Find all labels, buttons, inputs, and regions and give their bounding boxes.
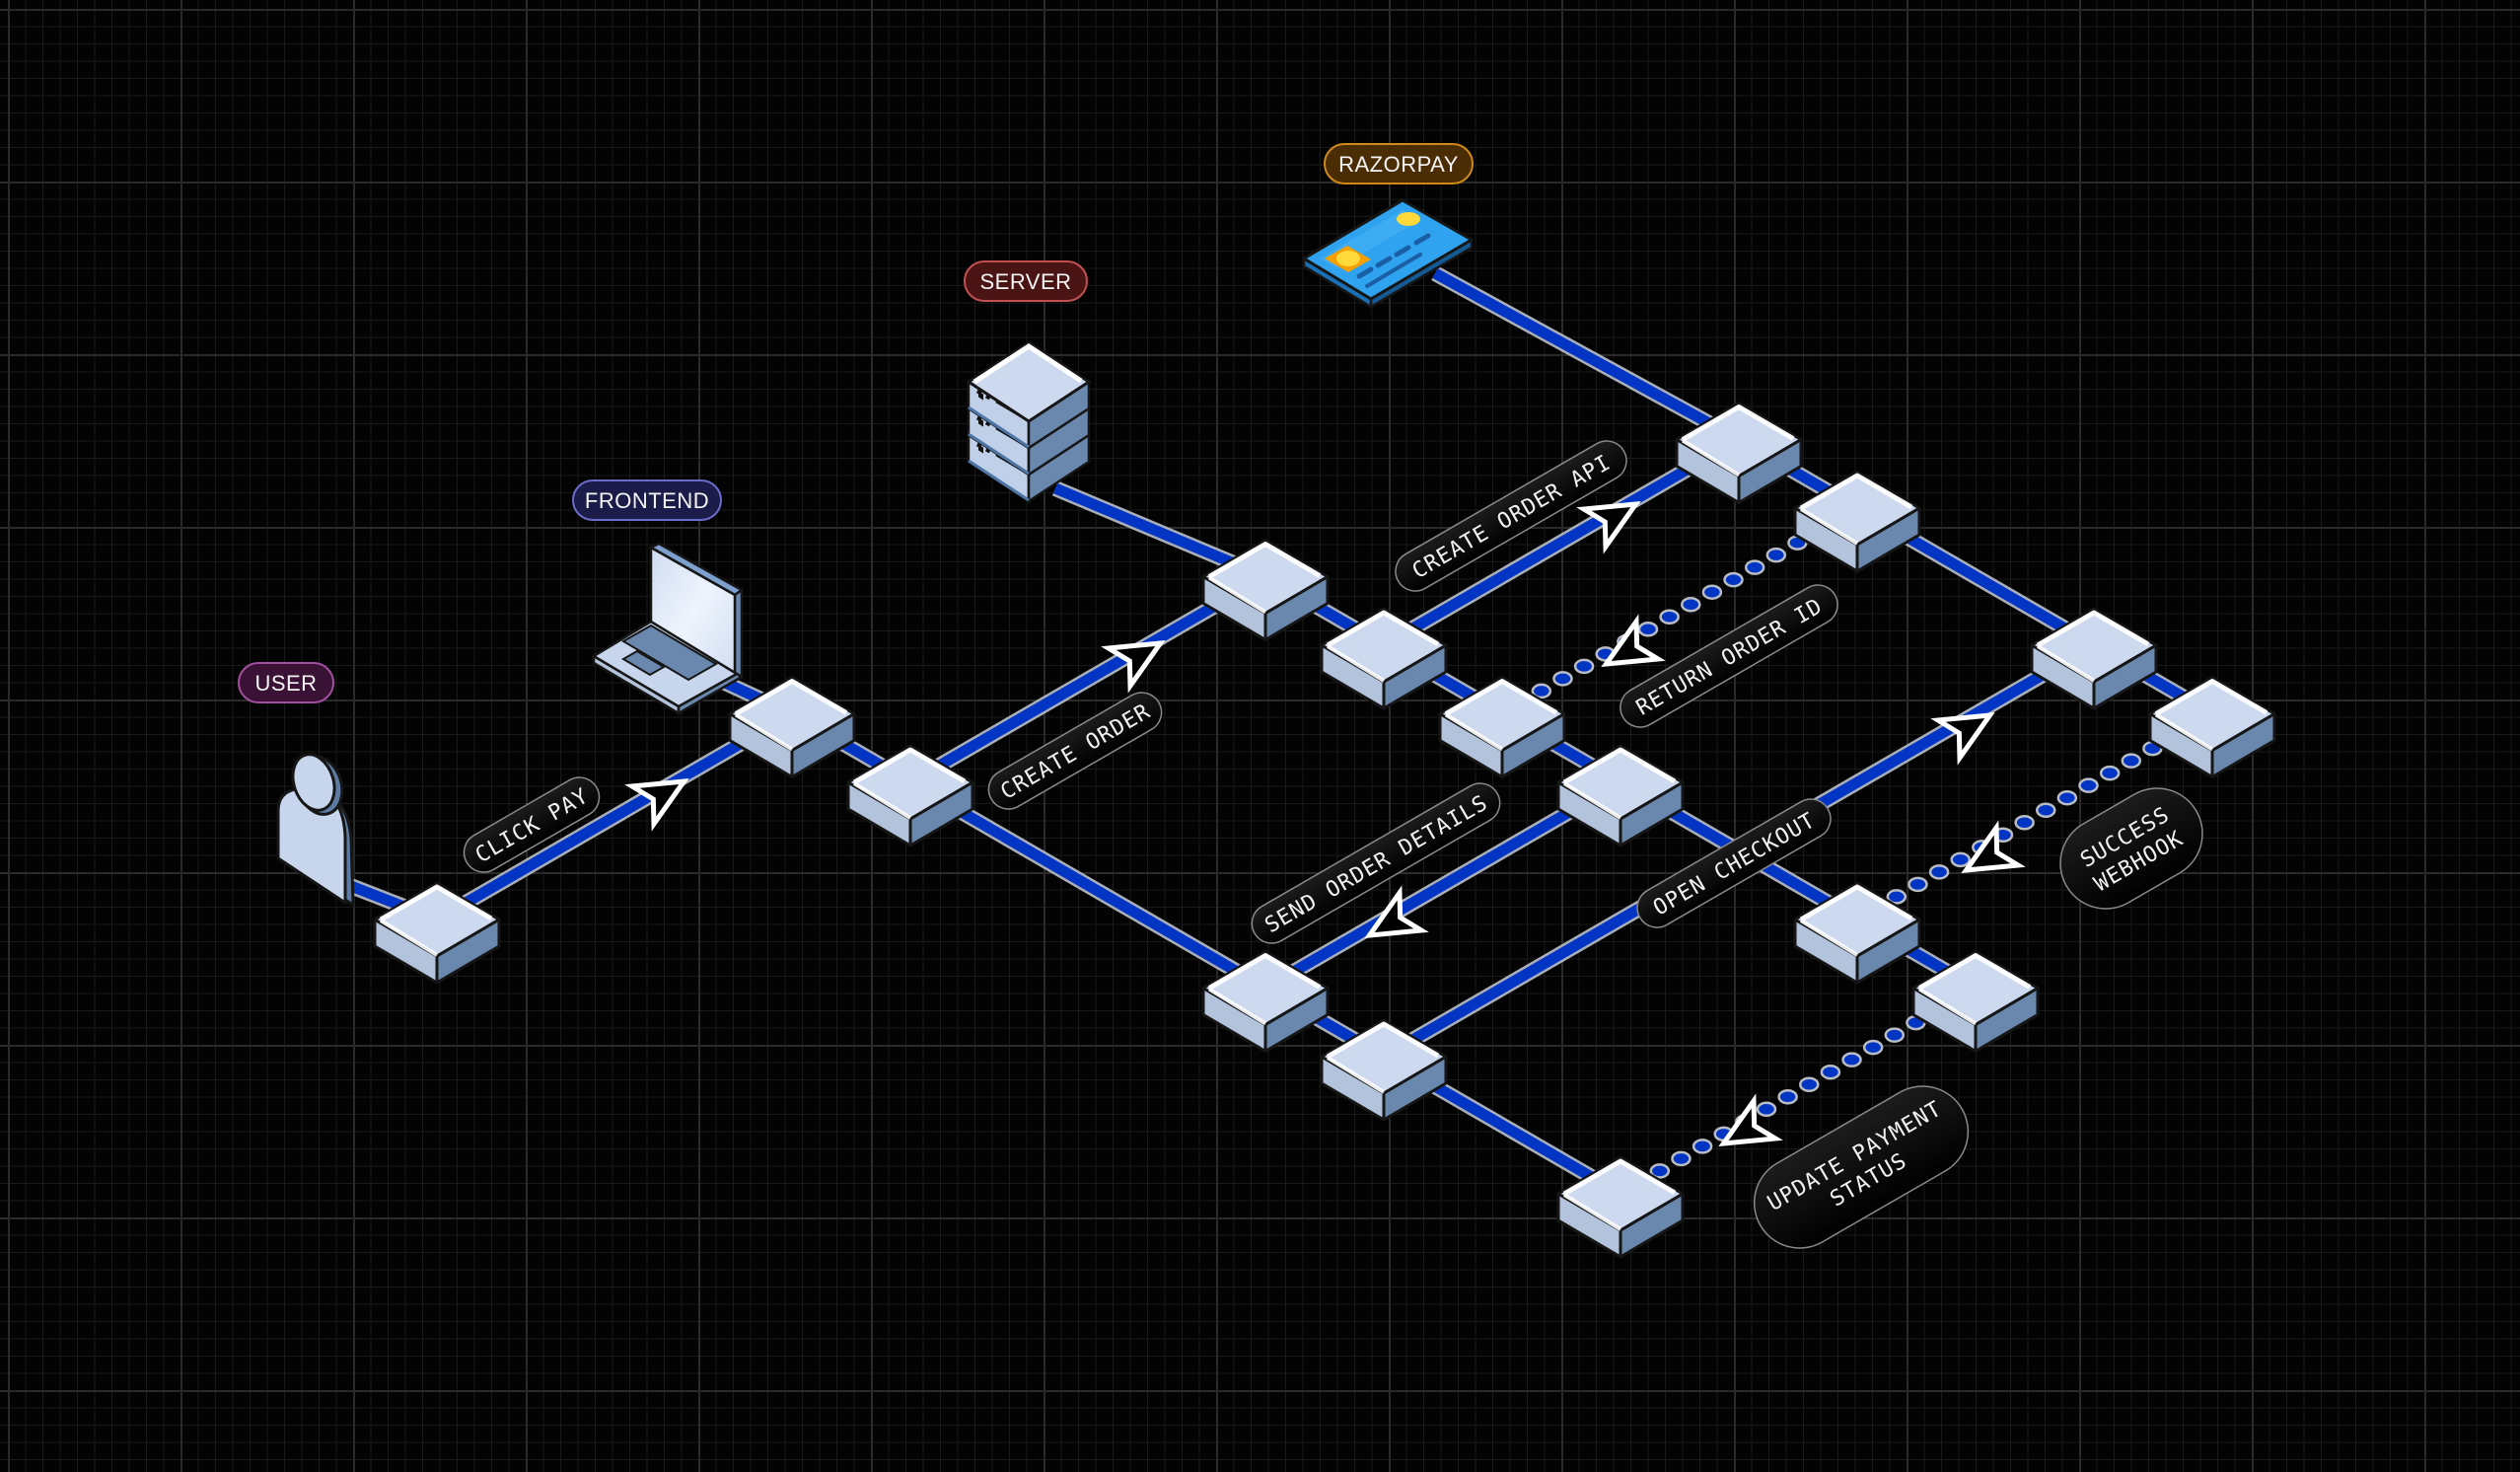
dot — [1573, 658, 1595, 675]
server-top — [966, 340, 1092, 423]
connector-create-order — [905, 569, 1270, 789]
dot — [2078, 777, 2099, 793]
connector-card-to-junction — [1431, 265, 1743, 447]
connector-c-n — [905, 775, 1270, 995]
junction-box[interactable] — [1675, 402, 1803, 504]
junction-box[interactable] — [1556, 1155, 1685, 1259]
flow-label-create-order[interactable]: CREATE ORDER — [981, 686, 1169, 817]
arrow-click-pay — [624, 777, 689, 832]
dot — [1765, 547, 1787, 563]
dot — [1649, 1163, 1671, 1179]
actor-label-razorpay[interactable]: RAZORPAY — [1324, 143, 1474, 184]
dot — [1950, 851, 1971, 868]
node-layer — [373, 402, 2276, 1259]
flow-label-text: OPEN CHECKOUT — [1649, 808, 1820, 920]
dot — [1799, 1076, 1820, 1092]
junction-box[interactable] — [1438, 676, 1566, 778]
junction-box[interactable] — [728, 676, 856, 778]
person-icon[interactable] — [276, 749, 355, 908]
server-stack-icon[interactable] — [966, 340, 1092, 504]
arrow-success-webhook — [1961, 820, 2026, 874]
dot — [1692, 1139, 1713, 1154]
dot — [2014, 815, 2035, 831]
dot — [1886, 889, 1908, 905]
flow-label-update-payment-status[interactable]: UPDATE PAYMENT STATUS — [1738, 1069, 1984, 1265]
junction-box[interactable] — [1201, 539, 1330, 641]
arrowhead-layer — [624, 500, 2026, 1147]
actor-icon-layer — [276, 198, 1475, 908]
connector-layer — [323, 265, 2217, 1201]
arrow-send-order-details — [1364, 885, 1429, 939]
dot — [1723, 571, 1744, 588]
junction-box[interactable] — [846, 744, 974, 847]
actor-label-server[interactable]: SERVER — [964, 260, 1088, 302]
dot — [1862, 1039, 1884, 1056]
actor-label-text: FRONTEND — [585, 488, 709, 513]
arrow-update-payment-status — [1718, 1093, 1783, 1147]
junction-box[interactable] — [2030, 607, 2158, 710]
dot — [1928, 864, 1950, 880]
credit-card-icon[interactable] — [1301, 198, 1475, 310]
dot — [1531, 683, 1552, 699]
arrow-create-order — [1101, 639, 1166, 694]
actor-label-frontend[interactable]: FRONTEND — [572, 479, 722, 521]
dot — [2099, 765, 2121, 781]
laptop-icon[interactable] — [591, 542, 745, 716]
connector-send-order-details — [1260, 775, 1625, 995]
actor-label-layer: USER FRONTEND SERVER RAZORPAY — [238, 143, 1474, 703]
actor-label-text: RAZORPAY — [1338, 152, 1459, 177]
connector-click-pay — [432, 706, 797, 926]
dot — [1659, 609, 1680, 626]
arrow-open-checkout — [1930, 711, 1995, 766]
server-highlight — [972, 343, 1083, 385]
connector-create-order-api — [1379, 432, 1744, 652]
dot — [1701, 584, 1723, 600]
junction-box[interactable] — [1201, 950, 1330, 1053]
dot — [2056, 789, 2078, 806]
actor-label-user[interactable]: USER — [238, 662, 334, 703]
dot — [1552, 671, 1573, 687]
dot — [1777, 1089, 1798, 1105]
dot — [1681, 596, 1701, 613]
junction-box[interactable] — [1793, 470, 1921, 573]
dot — [1884, 1027, 1906, 1043]
dot — [2121, 753, 2142, 769]
junction-box[interactable] — [1911, 950, 2040, 1053]
actor-label-text: SERVER — [979, 269, 1071, 294]
actor-label-text: USER — [254, 671, 317, 696]
connector-success-webhook — [1886, 728, 2185, 905]
dot — [1841, 1052, 1862, 1067]
junction-box[interactable] — [373, 881, 501, 985]
junction-box[interactable] — [2148, 676, 2276, 778]
dot — [1756, 1101, 1777, 1118]
junction-box[interactable] — [1556, 744, 1685, 847]
junction-box[interactable] — [1320, 1018, 1448, 1122]
dot — [1637, 622, 1659, 637]
arrow-return-order-id — [1601, 614, 1666, 668]
server-unit — [967, 379, 1091, 451]
dot — [1908, 876, 1928, 893]
junction-box[interactable] — [1320, 607, 1448, 710]
dot — [2036, 802, 2056, 818]
dot — [1671, 1150, 1692, 1167]
dot — [1744, 559, 1765, 575]
arrow-create-order-api — [1576, 500, 1641, 554]
junction-box[interactable] — [1793, 881, 1921, 985]
dot — [1820, 1064, 1841, 1080]
